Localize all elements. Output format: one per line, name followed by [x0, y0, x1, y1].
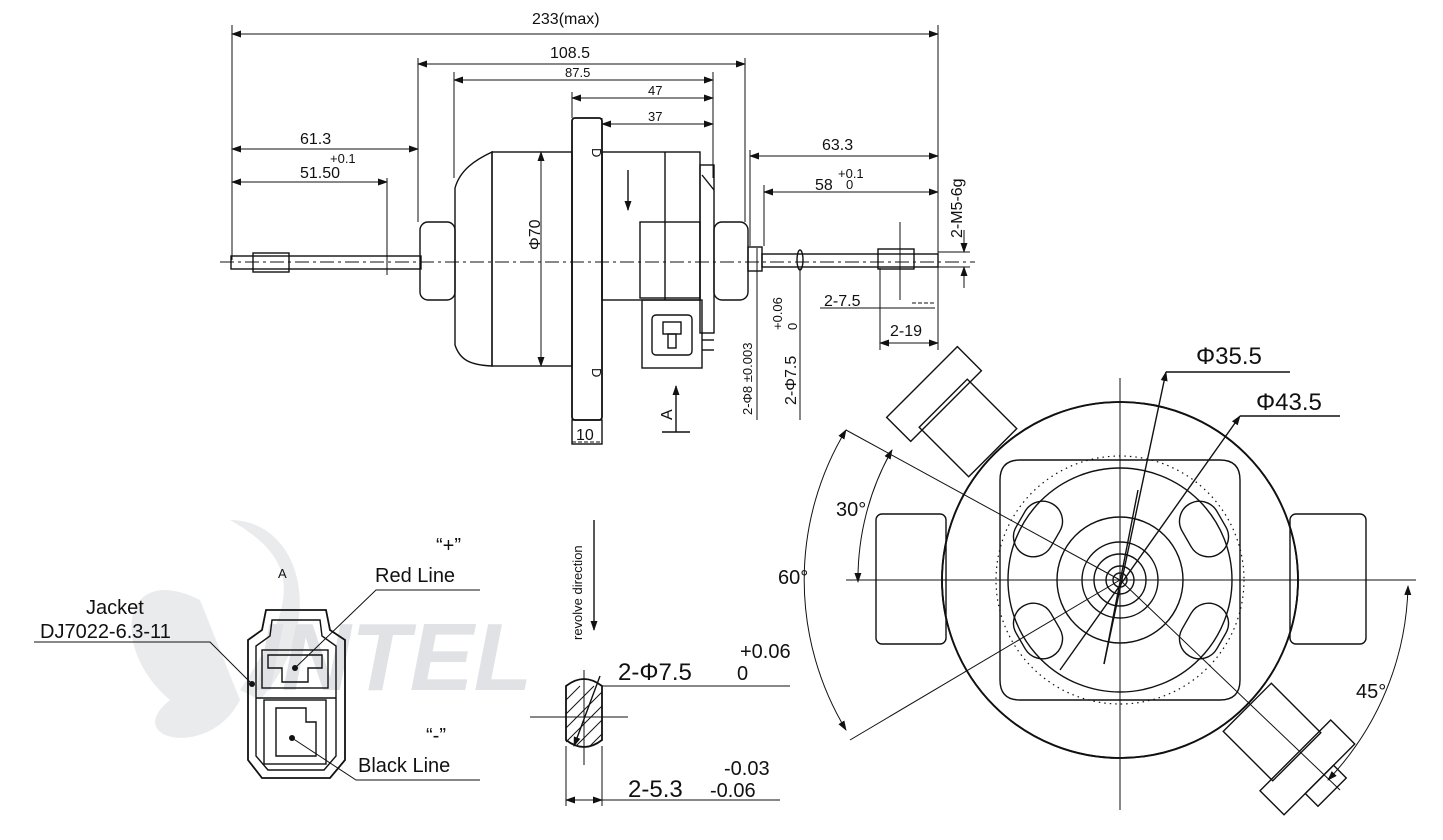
minus-label: “-”	[426, 725, 446, 747]
dim-phi8: 2-Φ8 ±0.003	[740, 343, 755, 415]
connector-view: A “+” Red Line “-” Black Line Jacket DJ7…	[34, 535, 480, 781]
connector-view-title: A	[278, 566, 287, 581]
side-view: 233(max) 108.5 87.5 47 37 61.3 +0.1 51.5…	[220, 11, 975, 445]
jacket-part-number: DJ7022-6.3-11	[40, 621, 171, 643]
dim-47: 47	[648, 83, 662, 98]
dim-51: 51.50	[300, 165, 340, 182]
dim-10: 10	[576, 427, 594, 444]
shaft-flat-tol-up: -0.03	[724, 758, 770, 780]
front-view: Φ35.5 Φ43.5 30° 60° 45°	[778, 343, 1416, 816]
dim-thread: 2-M5-6g	[949, 178, 966, 238]
plus-label: “+”	[436, 535, 461, 557]
phi-35-5-label: Φ35.5	[1196, 343, 1262, 370]
revolve-direction-label: revolve direction	[570, 545, 585, 640]
mark-d-top: D	[589, 148, 604, 157]
angle-60-label: 60°	[778, 567, 808, 589]
dim-overall-length: 233(max)	[532, 11, 600, 28]
watermark: INTEL	[131, 520, 532, 738]
dim-87: 87.5	[565, 65, 590, 80]
angle-30-label: 30°	[836, 499, 866, 521]
dim-2-19: 2-19	[890, 323, 922, 340]
view-a-label: A	[659, 409, 676, 420]
shaft-flat-label: 2-5.3	[628, 776, 683, 803]
watermark-text: INTEL	[255, 604, 532, 711]
shaft-flat-tol-low: -0.06	[710, 780, 756, 802]
dim-phi75: 2-Φ7.5	[783, 356, 800, 405]
dim-61: 61.3	[300, 131, 331, 148]
dim-63: 63.3	[822, 137, 853, 154]
tol-58: +0.1	[838, 166, 864, 181]
shaft-section: revolve direction 2-Φ7.5 +0.06 0 2-5.3 -…	[530, 520, 791, 806]
dim-58: 58	[815, 177, 833, 194]
tol-phi75-low: 0	[785, 323, 800, 330]
dim-37: 37	[648, 109, 662, 124]
shaft-phi-label: 2-Φ7.5	[618, 659, 692, 686]
shaft-phi-tol-low: 0	[737, 663, 748, 685]
dim-2-7-5: 2-7.5	[824, 293, 861, 310]
shaft-phi-tol-up: +0.06	[740, 641, 791, 663]
jacket-label: Jacket	[86, 597, 144, 619]
phi-43-5-label: Φ43.5	[1256, 389, 1322, 416]
tol-51: +0.1	[330, 151, 356, 166]
tol-phi75-up: +0.06	[770, 297, 785, 330]
red-line-label: Red Line	[375, 565, 455, 587]
dim-108: 108.5	[550, 45, 590, 62]
mark-d-bottom: D	[589, 368, 604, 377]
dim-58-zero: 0	[846, 177, 853, 192]
black-line-label: Black Line	[358, 755, 450, 777]
